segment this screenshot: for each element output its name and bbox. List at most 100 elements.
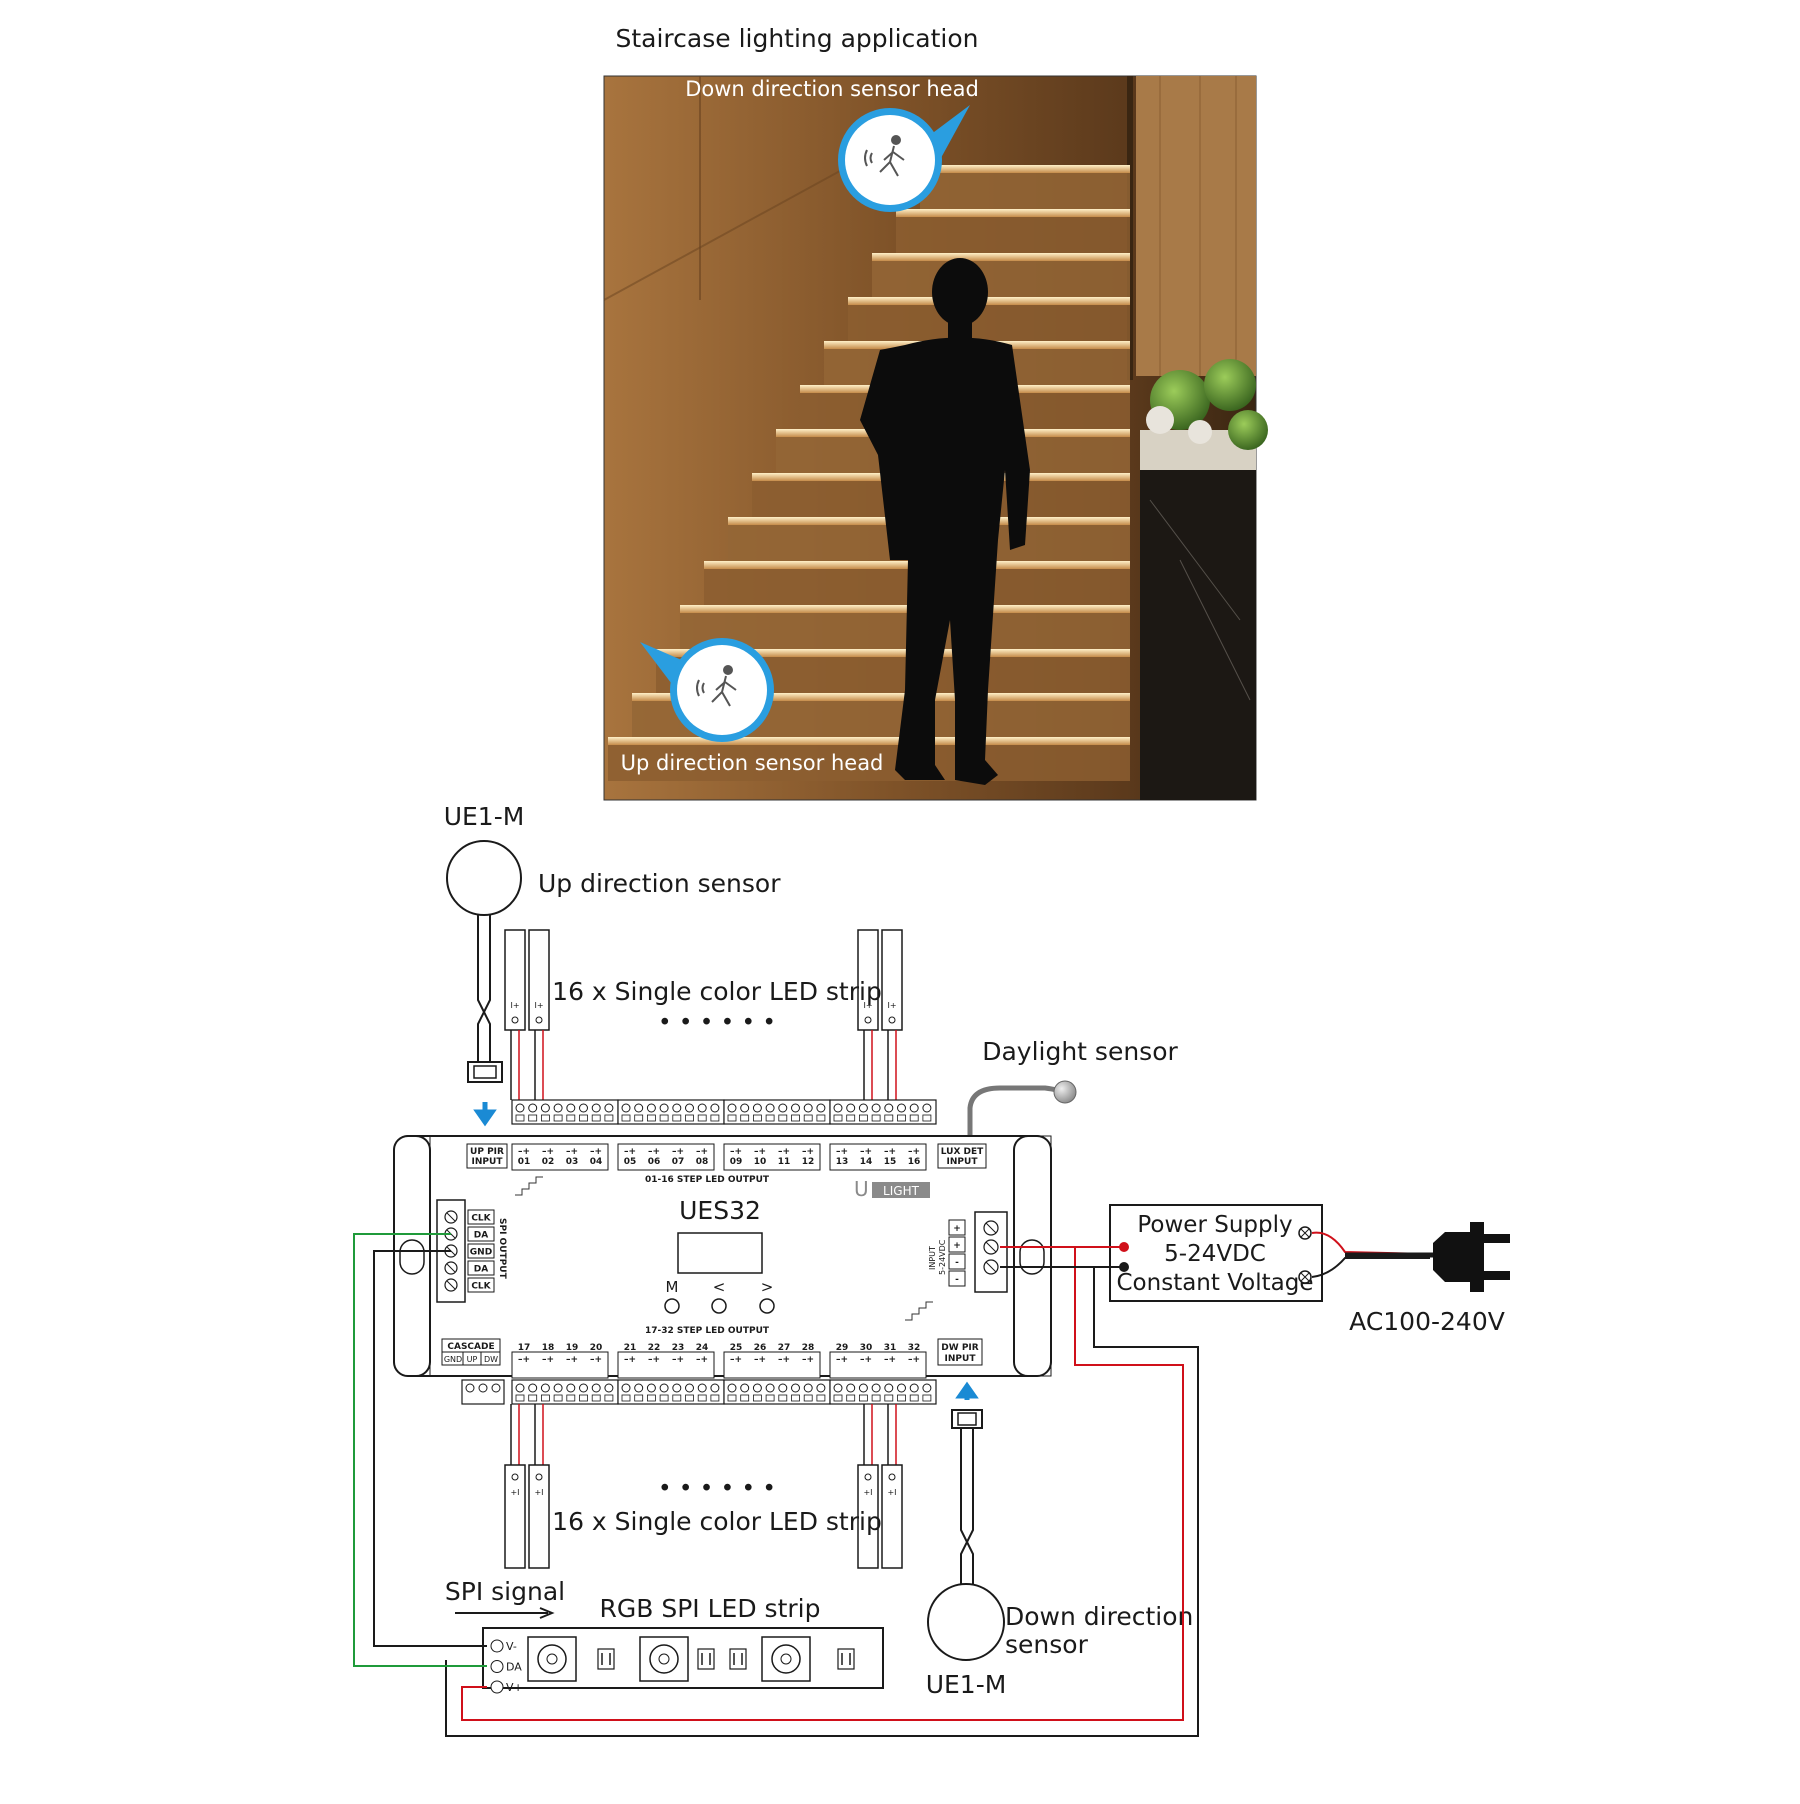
spi-pin-label: DA xyxy=(474,1265,488,1275)
terminal-slot xyxy=(859,1114,868,1122)
button-next[interactable] xyxy=(759,1298,775,1314)
channel-polarity: –+ xyxy=(884,1147,896,1157)
lux-det-input-label: INPUT xyxy=(947,1157,979,1167)
terminal-slot xyxy=(621,1394,631,1402)
terminal-block xyxy=(829,1099,937,1125)
terminal-screw xyxy=(672,1383,682,1393)
svg-text:U: U xyxy=(854,1177,869,1201)
terminal-screw xyxy=(871,1383,881,1393)
down-sensor-label-2: sensor xyxy=(1005,1630,1089,1659)
terminal-slot xyxy=(528,1394,538,1402)
terminal-slot xyxy=(659,1394,669,1402)
stair-riser xyxy=(896,217,1130,253)
terminal-slot xyxy=(816,1114,826,1122)
ues32-controller: UP PIR INPUT LUX DET INPUT 01-16 STEP LE… xyxy=(393,1099,1052,1405)
channel-box xyxy=(617,1351,715,1379)
terminal-slot xyxy=(515,1394,525,1402)
rgb-resistor xyxy=(697,1648,715,1670)
channel-polarity: –+ xyxy=(754,1147,766,1157)
button-prev[interactable] xyxy=(711,1298,727,1314)
channel-number: 07 xyxy=(672,1157,685,1167)
button-m-label: M xyxy=(666,1278,679,1296)
terminal-slot xyxy=(897,1394,906,1402)
terminal-screw xyxy=(740,1103,750,1113)
terminal-slot xyxy=(884,1394,894,1402)
terminal-slot xyxy=(553,1394,563,1402)
terminal-block xyxy=(617,1379,725,1405)
terminal-slot xyxy=(579,1114,588,1122)
channel-polarity: –+ xyxy=(836,1355,848,1365)
rgb-pin-pad xyxy=(490,1660,504,1673)
terminal-screw xyxy=(846,1383,856,1393)
terminal-slot xyxy=(727,1394,737,1402)
channel-number: 28 xyxy=(802,1343,815,1353)
channel-number: 24 xyxy=(696,1343,709,1353)
terminal-screw xyxy=(765,1103,775,1113)
channel-polarity: –+ xyxy=(754,1355,766,1365)
stair-riser xyxy=(848,305,1130,341)
channel-number: 18 xyxy=(542,1343,555,1353)
channel-polarity: –+ xyxy=(696,1147,708,1157)
channel-box xyxy=(829,1351,927,1379)
channel-number: 01 xyxy=(518,1157,531,1167)
spi-pin-box xyxy=(467,1243,495,1259)
bottom-strip-label: 16 x Single color LED strip xyxy=(552,1507,882,1536)
terminal-screw xyxy=(740,1383,750,1393)
terminal-screw xyxy=(685,1103,694,1113)
terminal-slot xyxy=(697,1394,707,1402)
svg-text:+: + xyxy=(953,1241,961,1251)
terminal-screw xyxy=(765,1383,775,1393)
channel-number: 20 xyxy=(590,1343,603,1353)
terminal-slot xyxy=(833,1114,843,1122)
terminal-screw xyxy=(791,1383,800,1393)
stair-riser xyxy=(680,613,1130,649)
channel-polarity: –+ xyxy=(672,1147,684,1157)
power-supply-line2: 5-24VDC xyxy=(1164,1241,1266,1267)
terminal-slot xyxy=(897,1114,906,1122)
channel-number: 11 xyxy=(778,1157,791,1167)
spi-pin-label: GND xyxy=(470,1248,492,1258)
terminal-screw xyxy=(566,1383,576,1393)
cascade-gnd: GND xyxy=(444,1355,462,1364)
channel-polarity: –+ xyxy=(518,1355,530,1365)
up-pir-arrow-icon xyxy=(473,1102,497,1127)
power-supply-line3: Constant Voltage xyxy=(1117,1270,1314,1296)
terminal-screw xyxy=(528,1103,538,1113)
single-color-strip xyxy=(528,929,550,1031)
rgb-resistor xyxy=(597,1648,615,1670)
single-color-strip xyxy=(857,929,879,1031)
channel-number: 06 xyxy=(648,1157,661,1167)
svg-text:+: + xyxy=(953,1224,961,1234)
terminal-slot xyxy=(553,1114,563,1122)
terminal-slot xyxy=(621,1114,631,1122)
terminal-screw xyxy=(465,1383,475,1393)
terminal-screw xyxy=(659,1103,669,1113)
terminal-slot xyxy=(778,1114,788,1122)
terminal-slot xyxy=(685,1394,694,1402)
terminal-slot xyxy=(710,1114,720,1122)
stair-step-light xyxy=(608,737,1130,745)
stair-step-light xyxy=(680,605,1130,613)
spi-pin-label: DA xyxy=(474,1231,488,1241)
up-sensor-head-label: Up direction sensor head xyxy=(621,751,884,775)
terminal-screw xyxy=(909,1103,919,1113)
terminal-screw xyxy=(884,1383,894,1393)
channel-number: 19 xyxy=(566,1343,579,1353)
svg-text:-: - xyxy=(955,1275,959,1285)
terminal-slot xyxy=(791,1394,800,1402)
channel-polarity: –+ xyxy=(624,1355,636,1365)
controller-model: UES32 xyxy=(679,1196,761,1225)
terminal-slot xyxy=(922,1114,932,1122)
channel-polarity: –+ xyxy=(590,1147,602,1157)
button-m[interactable] xyxy=(664,1298,680,1314)
channel-number: 05 xyxy=(624,1157,637,1167)
down-direction-sensor: Down direction sensor UE1-M xyxy=(926,1381,1193,1699)
ac-plug: AC100-240V xyxy=(1311,1222,1510,1336)
cascade-up: UP xyxy=(467,1355,478,1364)
terminal-block xyxy=(723,1099,831,1125)
terminal-screw xyxy=(871,1103,881,1113)
strip-polarity: +I xyxy=(510,1488,519,1497)
terminal-screw xyxy=(922,1383,932,1393)
rgb-pin-pad xyxy=(490,1680,504,1694)
terminal-screw xyxy=(858,1103,868,1113)
